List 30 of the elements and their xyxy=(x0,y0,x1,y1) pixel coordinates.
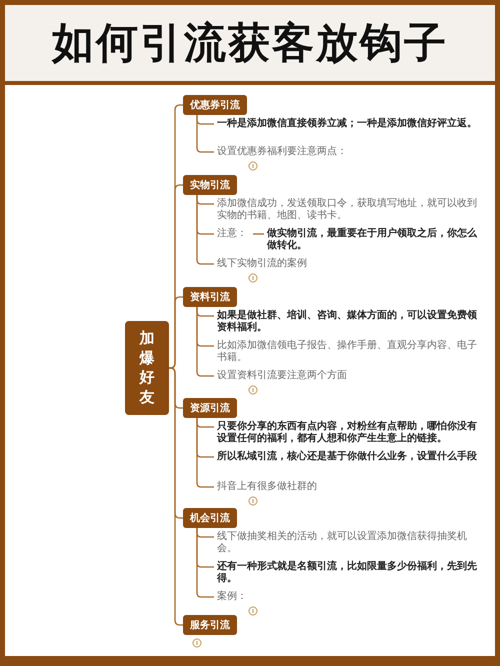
connector-line xyxy=(253,233,264,235)
subtopic-text: 设置资料引流要注意两个方面 xyxy=(217,370,485,382)
subtopic-text: 只要你分享的东西有点内容，对粉丝有点帮助，哪怕你没有设置任何的福利，都有人想和你产生生意上的链接。 xyxy=(217,421,485,445)
subtopic-text: 所以私域引流，核心还是基于你做什么业务，设置什么手段 xyxy=(217,451,485,463)
subtopic-text: 设置优惠券福利要注意两点： xyxy=(217,146,485,158)
subtopic-text: 抖音上有很多做社群的 xyxy=(217,481,485,493)
branch-topic-box: 机会引流 xyxy=(183,508,237,528)
subtopic-text: 做实物引流，最重要在于用户领取之后，你怎么做转化。 xyxy=(267,228,485,252)
branch-topic-box: 优惠券引流 xyxy=(183,95,247,115)
central-topic-box: 加爆好友 xyxy=(125,321,169,415)
connector-line xyxy=(196,418,214,488)
branch-topic-box: 服务引流 xyxy=(183,615,237,635)
connector-line xyxy=(169,296,183,369)
subtopic-text: 案例： xyxy=(217,591,485,603)
subtopic-text: 注意： xyxy=(217,228,251,240)
subtopic-text: 还有一种形式就是名额引流，比如限量多少份福利，先到先得。 xyxy=(217,561,485,585)
subtopic-text: 比如添加微信领电子报告、操作手册、直观分享内容、电子书籍。 xyxy=(217,340,485,364)
connector-line xyxy=(196,195,214,265)
connector-line xyxy=(196,115,214,153)
connector-line xyxy=(196,528,214,598)
subtopic-text: 添加微信成功，发送领取口令，获取填写地址，就可以收到实物的书籍、地图、读书卡。 xyxy=(217,198,485,222)
subtopic-text: 如果是做社群、培训、咨询、媒体方面的，可以设置免费领资料福利。 xyxy=(217,310,485,334)
branch-topic-box: 资源引流 xyxy=(183,398,237,418)
title: 如何引流获客放钩子 xyxy=(52,17,448,69)
branch-topic-box: 实物引流 xyxy=(183,175,237,195)
subtopic-text: 线下做抽奖相关的活动，就可以设置添加微信获得抽奖机会。 xyxy=(217,531,485,555)
subtopic-text: 线下实物引流的案例 xyxy=(217,258,485,270)
subtopic-text: 一种是添加微信直接领券立减；一种是添加微信好评立返。 xyxy=(217,118,485,130)
connector-line xyxy=(196,307,214,377)
branch-topic-box: 资料引流 xyxy=(183,287,237,307)
